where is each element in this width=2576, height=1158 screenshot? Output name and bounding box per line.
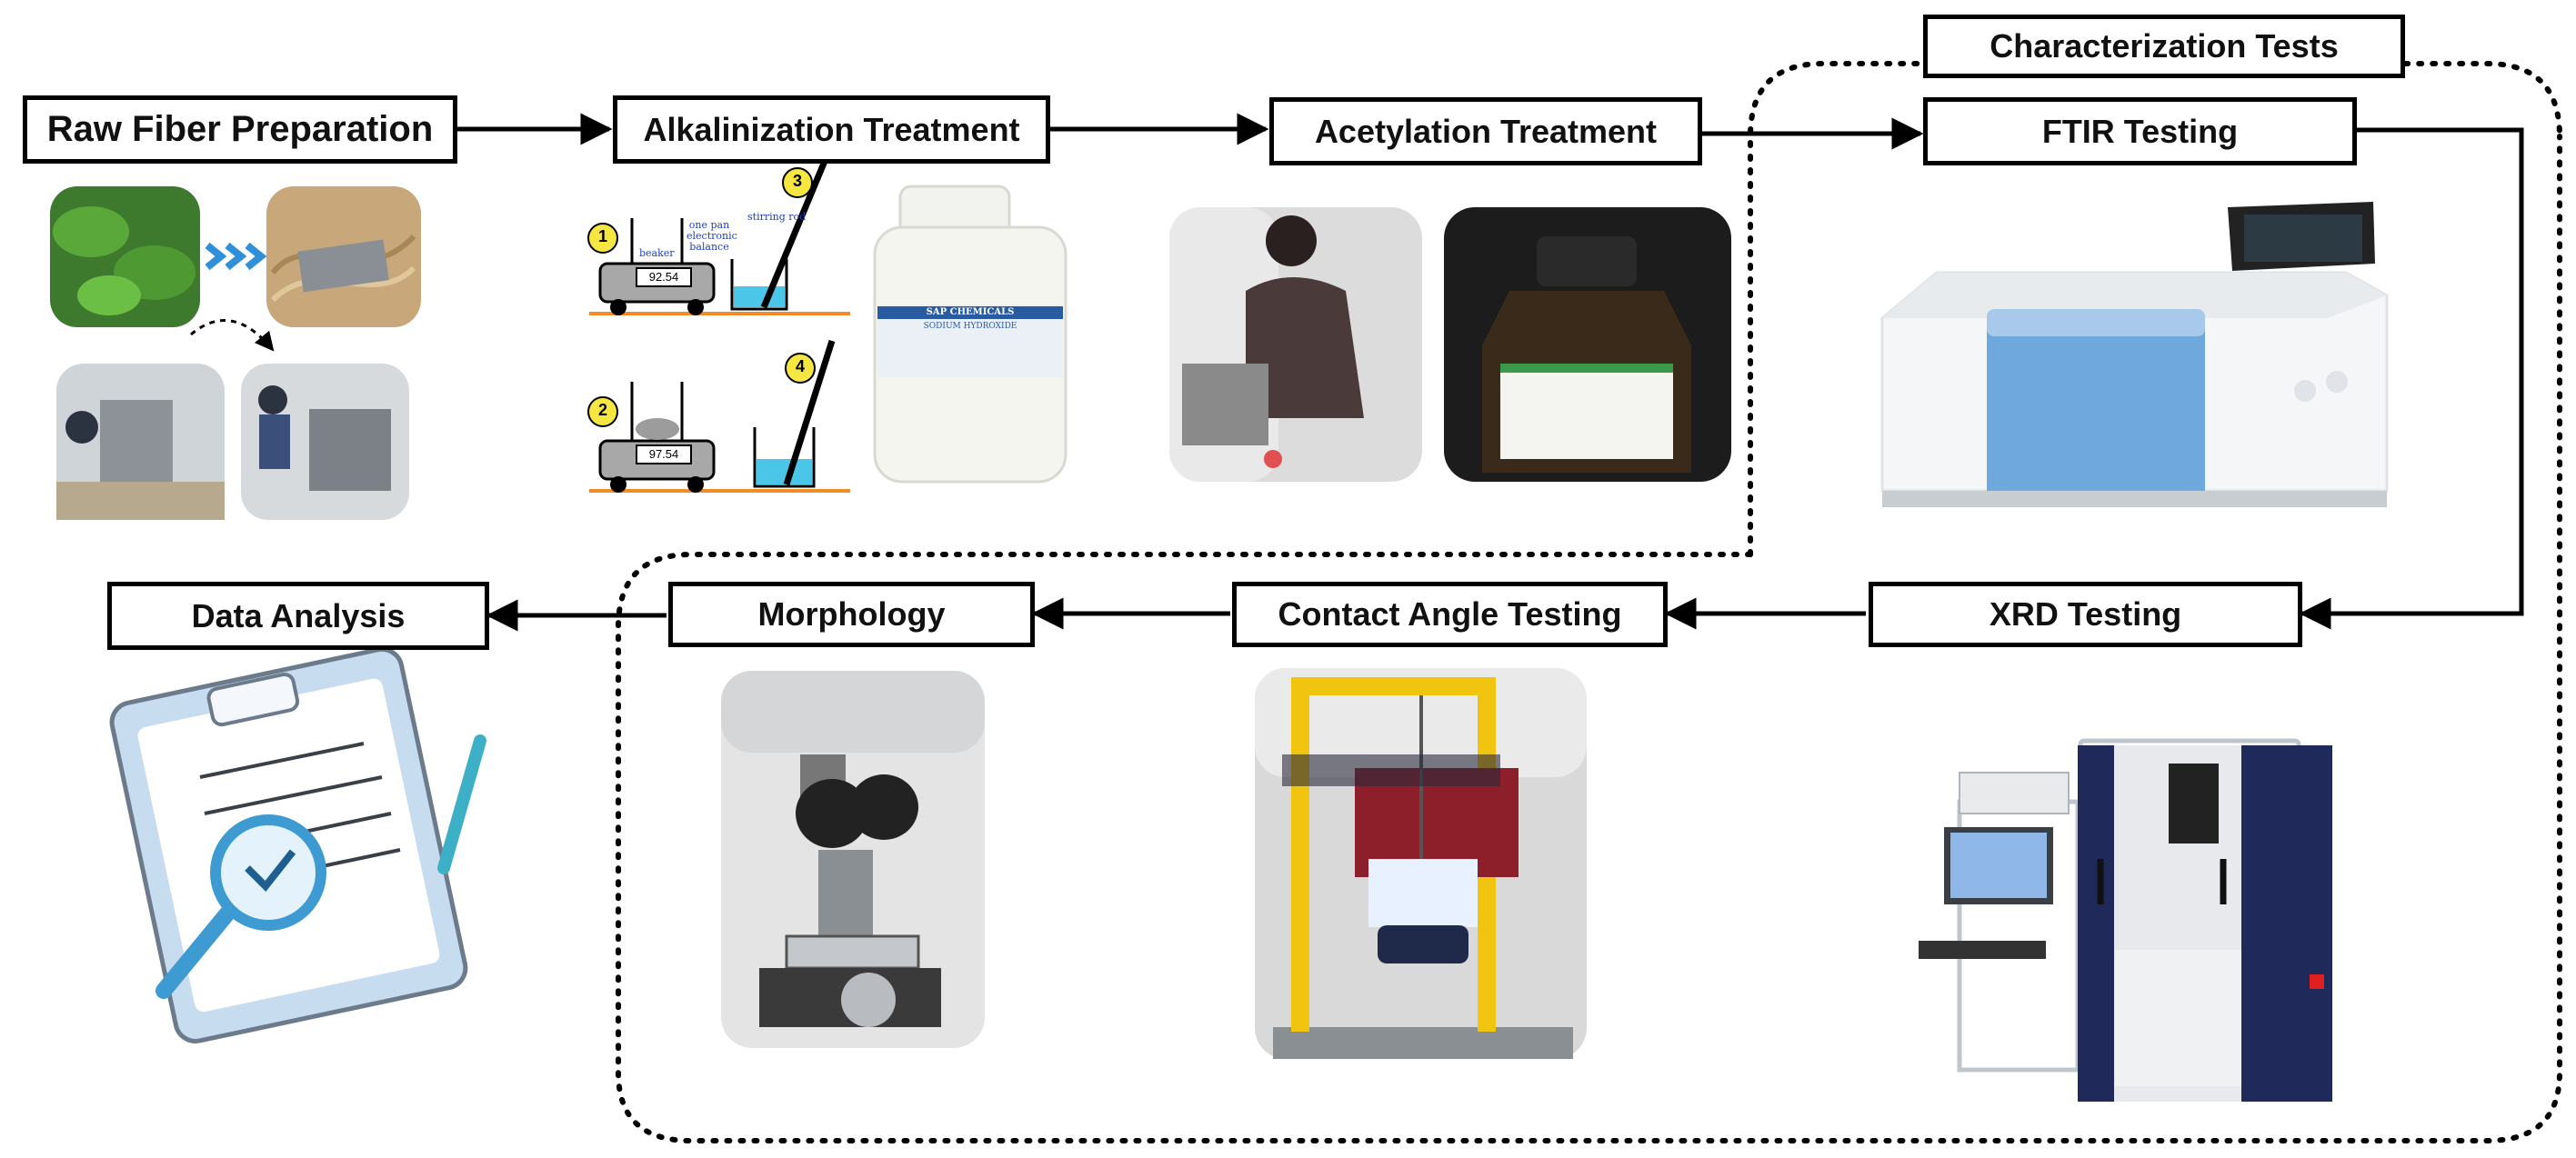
bottle-product: SODIUM HYDROXIDE [923,322,1017,331]
step-xrd-testing: XRD Testing [1869,582,2302,647]
beaker-label: beaker [639,247,675,259]
raw-fiber-illustration [50,186,421,520]
ftir-instrument [1880,202,2389,507]
alkali-step-number-4: 4 [795,357,805,375]
acetylation-photos [1169,207,1731,482]
step-alkalinization-treatment: Alkalinization Treatment [613,95,1050,164]
balance-readout-1: 92.54 [648,270,679,284]
arrow-ftir-to-xrd [2299,127,2524,630]
balance-label: one pan electronic balance [687,219,737,253]
alkali-procedure-illustration [587,153,850,493]
contact-angle-photo [1255,668,1587,1059]
bottle-brand: SAP CHEMICALS [926,307,1015,317]
xrd-instrument [1919,738,2332,1102]
rod-label: stirring rod [747,211,807,223]
step-data-analysis: Data Analysis [107,582,489,650]
step-ftir-testing: FTIR Testing [1923,97,2357,165]
microscope-photo [721,671,985,1048]
alkali-step-number-3: 3 [792,172,802,190]
step-contact-angle-testing: Contact Angle Testing [1232,582,1668,647]
balance-readout-2: 97.54 [648,447,679,461]
alkali-step-number-2: 2 [597,401,607,419]
alkali-step-number-1: 1 [597,227,607,245]
characterization-group-top [1748,61,2562,557]
step-acetylation-treatment: Acetylation Treatment [1269,97,1702,165]
characterization-tests-title: Characterization Tests [1923,15,2405,78]
step-raw-fiber-preparation: Raw Fiber Preparation [23,95,457,164]
data-analysis-illustration [109,646,486,1043]
naoh-bottle [873,185,1067,484]
step-morphology: Morphology [668,582,1035,647]
